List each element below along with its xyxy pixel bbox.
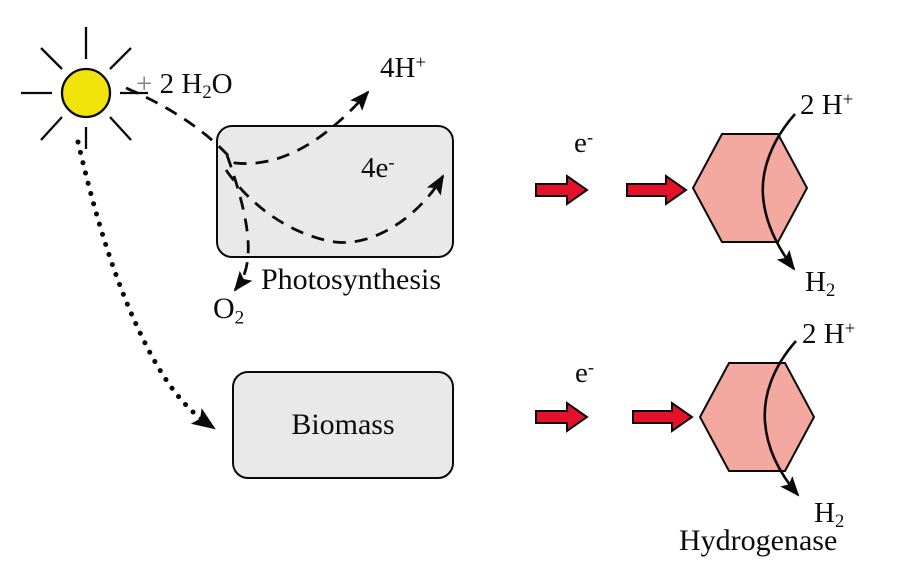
electron-arrow-top-1 <box>535 174 589 206</box>
electron-arrow-bottom-2 <box>632 401 694 433</box>
sun-disc-icon <box>60 67 112 119</box>
protons-label-top: 2 H+ <box>800 91 853 120</box>
water-label: + 2 H2O <box>136 68 233 102</box>
protons-out-base: 4H <box>380 52 416 84</box>
biomass-box <box>232 371 454 479</box>
oxygen-sub: 2 <box>234 307 245 329</box>
protons-label-bottom: 2 H+ <box>802 320 855 349</box>
electron-label-top: e- <box>574 129 593 158</box>
protons-bottom-base: 2 H <box>802 318 845 350</box>
sun-rays-icon <box>21 27 148 149</box>
protons-bottom-sup: + <box>844 318 856 340</box>
hydrogenase-label: Hydrogenase <box>679 524 838 557</box>
biomass-label: Biomass <box>233 372 453 478</box>
electrons-out-base: 4e <box>361 152 389 184</box>
protons-top-base: 2 H <box>800 89 843 121</box>
protons-top-sup: + <box>842 89 854 111</box>
h2-label-top: H2 <box>805 266 835 300</box>
water-after: O <box>211 68 233 100</box>
light-to-biomass-dotted-arrow <box>75 139 216 430</box>
electrons-out-sup: - <box>388 152 395 174</box>
oxygen-base: O <box>213 292 235 325</box>
electron-label-bottom: e- <box>575 359 594 388</box>
protons-out-label: 4H+ <box>380 54 426 83</box>
electrons-out-label: 4e- <box>361 154 395 183</box>
oxygen-label: O2 <box>213 292 244 328</box>
protons-out-sup: + <box>415 52 426 74</box>
h2-top-sub: 2 <box>825 280 836 302</box>
photosynthesis-box <box>216 125 454 258</box>
sun-icon <box>21 27 148 149</box>
water-to-oxygen-dashed-arrow <box>225 154 253 292</box>
hydrogenase-hexagon-bottom <box>698 362 816 472</box>
water-base: 2 H <box>152 68 203 100</box>
electron-arrow-top-2 <box>626 174 688 206</box>
electron-arrow-bottom-1 <box>535 401 589 433</box>
electron-bottom-base: e <box>575 357 588 389</box>
h2-top-base: H <box>805 266 826 298</box>
biomass-text: Biomass <box>291 408 395 441</box>
electron-bottom-sup: - <box>587 357 595 379</box>
electron-top-base: e <box>574 127 587 159</box>
proton-to-h2-curve-top <box>761 113 796 271</box>
hydrogenase-hexagon-top <box>691 133 809 243</box>
photosynthesis-label: Photosynthesis <box>261 263 442 296</box>
proton-to-h2-curve-bottom <box>763 340 800 497</box>
h2-bottom-sub: 2 <box>834 511 845 533</box>
water-to-protons-dashed-arrow <box>125 86 370 165</box>
water-to-electrons-dashed-arrow <box>224 169 445 244</box>
electron-top-sup: - <box>586 127 594 149</box>
h2-label-bottom: H2 <box>814 497 844 531</box>
water-subscript: 2 <box>202 82 212 104</box>
h2-bottom-base: H <box>814 497 835 529</box>
plus-sign: + <box>136 68 153 100</box>
